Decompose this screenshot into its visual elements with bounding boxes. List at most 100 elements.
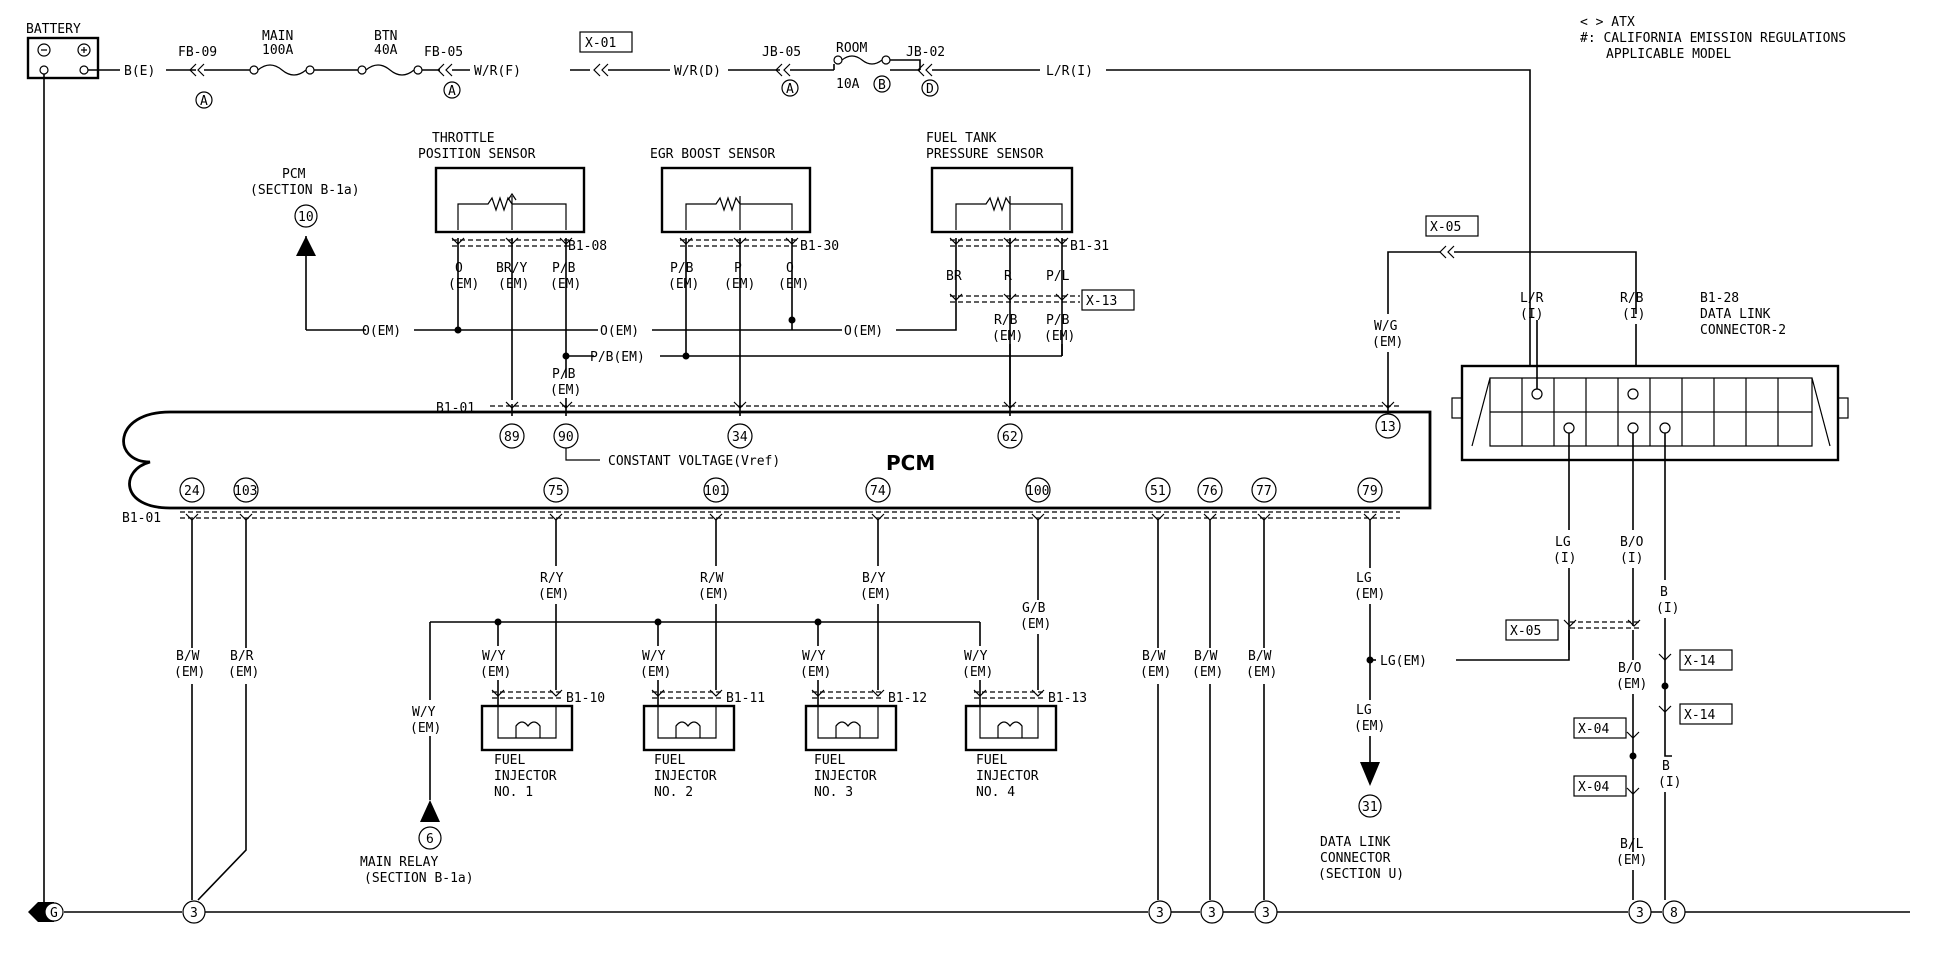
svg-text:(EM): (EM): [1140, 665, 1171, 680]
svg-text:B/W: B/W: [1248, 649, 1272, 664]
fuse-btn-icon: [365, 64, 415, 76]
svg-text:R: R: [1004, 269, 1012, 284]
svg-text:(I): (I): [1620, 551, 1643, 566]
svg-text:INJECTOR: INJECTOR: [654, 769, 717, 784]
fuse-main-rating: 100A: [262, 43, 293, 58]
svg-text:B/O: B/O: [1620, 535, 1644, 550]
connector-x14-lower-box: [1679, 703, 1733, 725]
svg-text:B/L: B/L: [1620, 837, 1644, 852]
svg-text:W/Y: W/Y: [802, 649, 826, 664]
svg-text:(I): (I): [1622, 307, 1645, 322]
connector-x13-box: [1081, 289, 1135, 311]
svg-text:FUEL: FUEL: [654, 753, 685, 768]
svg-text:DATA LINK: DATA LINK: [1320, 835, 1391, 850]
svg-text:(EM): (EM): [538, 587, 569, 602]
connector-x04-upper: X-04: [1578, 722, 1609, 737]
svg-text:INJECTOR: INJECTOR: [814, 769, 877, 784]
svg-text:CONNECTOR: CONNECTOR: [1320, 851, 1391, 866]
connector-x05-bottom-box: [1505, 619, 1559, 641]
svg-text:(EM): (EM): [550, 277, 581, 292]
svg-text:(EM): (EM): [1192, 665, 1223, 680]
svg-text:75: 75: [548, 484, 564, 499]
svg-text:(EM): (EM): [1044, 329, 1075, 344]
fuse-main-label: MAIN: [262, 29, 293, 44]
connector-x05-top: X-05: [1430, 220, 1461, 235]
svg-text:(EM): (EM): [498, 277, 529, 292]
egr-boost-sensor: EGR BOOST SENSOR B1-30 P/B (EM) P (EM) O…: [650, 147, 839, 404]
svg-text:BR/Y: BR/Y: [496, 261, 527, 276]
connector-b1-08: B1-08: [568, 239, 607, 254]
svg-text:100: 100: [1026, 484, 1049, 499]
svg-text:34: 34: [732, 430, 748, 445]
connector-b1-11: B1-11: [726, 691, 765, 706]
svg-text:79: 79: [1362, 484, 1378, 499]
svg-text:LG(EM): LG(EM): [1380, 654, 1427, 669]
wire-w-r-d: W/R(D): [674, 64, 721, 79]
connector-x01-icon: [593, 63, 609, 77]
svg-text:B/W: B/W: [176, 649, 200, 664]
connector-b1-30: B1-30: [800, 239, 839, 254]
ftp-box: [930, 166, 1074, 234]
svg-text:(EM): (EM): [778, 277, 809, 292]
svg-text:LG: LG: [1356, 703, 1372, 718]
svg-text:P/B: P/B: [552, 367, 576, 382]
svg-text:24: 24: [184, 484, 200, 499]
svg-text:(EM): (EM): [410, 721, 441, 736]
connector-x14-lower: X-14: [1684, 708, 1715, 723]
svg-text:O(EM): O(EM): [362, 324, 401, 339]
svg-text:W/G: W/G: [1374, 319, 1398, 334]
svg-text:NO. 2: NO. 2: [654, 785, 693, 800]
wire-w-r-f: W/R(F): [474, 64, 521, 79]
power-supply-line: BATTERY B(E) FB-09 A MAIN 100A BTN 40A F…: [26, 22, 1531, 912]
svg-text:P/B(EM): P/B(EM): [590, 350, 645, 365]
arrow-down-icon: [1360, 762, 1380, 786]
svg-text:(EM): (EM): [640, 665, 671, 680]
fuel-tank-pressure-sensor: FUEL TANK PRESSURE SENSOR B1-31 BR R P/L…: [926, 131, 1135, 404]
svg-text:DATA LINK: DATA LINK: [1700, 307, 1771, 322]
svg-text:(EM): (EM): [860, 587, 891, 602]
fuse-btn-rating: 40A: [374, 43, 398, 58]
svg-text:51: 51: [1150, 484, 1166, 499]
connector-x04-lower-box: [1573, 775, 1627, 797]
svg-text:(EM): (EM): [1616, 677, 1647, 692]
svg-text:POSITION SENSOR: POSITION SENSOR: [418, 147, 536, 162]
connector-b1-12: B1-12: [888, 691, 927, 706]
svg-text:B/W: B/W: [1142, 649, 1166, 664]
svg-text:FUEL: FUEL: [814, 753, 845, 768]
connector-x13: X-13: [1086, 294, 1117, 309]
svg-text:B/Y: B/Y: [862, 571, 886, 586]
svg-text:(EM): (EM): [992, 329, 1023, 344]
svg-text:(EM): (EM): [448, 277, 479, 292]
svg-text:90: 90: [558, 430, 574, 445]
svg-text:103: 103: [234, 484, 257, 499]
svg-text:(I): (I): [1553, 551, 1576, 566]
battery-label: BATTERY: [26, 22, 81, 37]
svg-text:(I): (I): [1656, 601, 1679, 616]
svg-text:R/W: R/W: [700, 571, 724, 586]
svg-text:G/B: G/B: [1022, 601, 1046, 616]
vref-label: CONSTANT VOLTAGE(Vref): [608, 454, 780, 469]
connector-fb05-icon: [437, 63, 453, 77]
svg-text:(EM): (EM): [1354, 719, 1385, 734]
svg-text:(EM): (EM): [1354, 587, 1385, 602]
svg-text:FUEL: FUEL: [976, 753, 1007, 768]
svg-text:R/B: R/B: [994, 313, 1018, 328]
svg-text:(I): (I): [1520, 307, 1543, 322]
connector-x05-top-box: [1425, 215, 1479, 237]
svg-text:O(EM): O(EM): [600, 324, 639, 339]
pcm-ref-section: (SECTION B-1a): [250, 183, 360, 198]
svg-text:(EM): (EM): [228, 665, 259, 680]
connector-b1-31: B1-31: [1070, 239, 1109, 254]
fuse-btn-label: BTN: [374, 29, 397, 44]
svg-text:NO. 1: NO. 1: [494, 785, 533, 800]
fuse-room-icon: [841, 55, 883, 65]
svg-text:INJECTOR: INJECTOR: [494, 769, 557, 784]
svg-text:W/Y: W/Y: [964, 649, 988, 664]
fuel-injector-4: FUEL INJECTOR NO. 4: [964, 704, 1058, 800]
svg-text:(EM): (EM): [480, 665, 511, 680]
connector-x01: X-01: [585, 36, 616, 51]
svg-text:3: 3: [1636, 906, 1644, 921]
connector-b1-01-top: B1-01: [436, 401, 475, 416]
svg-text:P/B: P/B: [670, 261, 694, 276]
